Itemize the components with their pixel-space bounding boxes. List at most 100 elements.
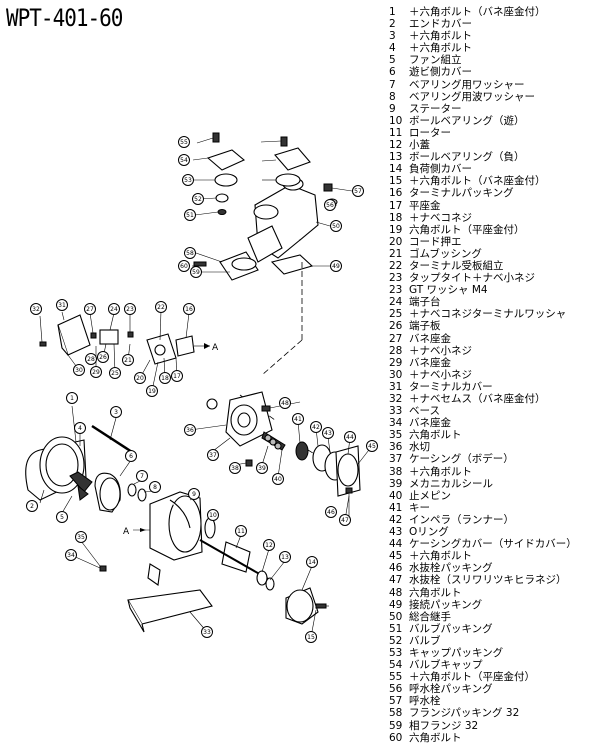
callout-number: 47 — [341, 517, 349, 524]
callout-number: 1 — [70, 395, 74, 402]
part-number: 53 — [389, 646, 403, 659]
callout-number: 29 — [92, 369, 100, 376]
callout-4: 4 — [74, 422, 86, 434]
part-name: ゴムブッシング — [409, 247, 482, 260]
callout-number: 28 — [87, 356, 95, 363]
callout-number: 16 — [185, 306, 193, 313]
callout-43: 43 — [322, 427, 334, 439]
callout-number: 26 — [99, 354, 107, 361]
part-number: 35 — [389, 429, 403, 442]
callout-35: 35 — [75, 531, 87, 543]
part-number: 49 — [389, 598, 403, 611]
parts-list-item: 55＋六角ボルト（平座金付） — [389, 671, 589, 683]
part-number: 41 — [389, 501, 403, 514]
callout-23: 23 — [124, 303, 136, 315]
callout-number: 43 — [324, 430, 332, 437]
callout-number: 21 — [124, 357, 132, 364]
callout-number: 17 — [173, 373, 181, 380]
callout-number: 49 — [332, 263, 340, 270]
part-number: 60 — [389, 731, 403, 744]
parts-list-item: 15＋六角ボルト（バネ座金付） — [389, 175, 589, 187]
part-number: 58 — [389, 707, 403, 720]
callout-number: 2 — [30, 503, 34, 510]
part-name: ベアリング用波ワッシャー — [409, 90, 535, 103]
callout-37: 37 — [207, 449, 219, 461]
part-number: 44 — [389, 538, 403, 551]
part-number: 7 — [389, 78, 396, 91]
callout-number: 59 — [192, 269, 200, 276]
callout-33: 33 — [201, 626, 213, 638]
part-name: ＋ナベセムス（バネ座金付） — [409, 393, 546, 405]
parts-list-item: 25＋ナベコネジターミナルワッシャ — [389, 308, 589, 320]
parts-list-item: 21 ゴムブッシング — [389, 248, 589, 260]
part-name: キャップパッキング — [409, 646, 504, 659]
callout-32: 32 — [30, 303, 42, 315]
callout-number: 10 — [209, 512, 217, 519]
part-name: フランジパッキング 32 — [409, 707, 520, 720]
part-number: 21 — [389, 247, 403, 260]
callout-34: 34 — [65, 549, 77, 561]
callout-number: 56 — [326, 202, 334, 209]
part-number: 48 — [389, 586, 403, 599]
callout-11: 11 — [235, 525, 247, 537]
callout-number: 36 — [186, 427, 194, 434]
part-number: 2 — [389, 18, 396, 31]
callout-number: 3 — [114, 409, 118, 416]
part-number: 50 — [389, 610, 403, 623]
callout-number: 57 — [354, 188, 362, 195]
part-number: 51 — [389, 622, 403, 635]
callout-56: 56 — [324, 199, 336, 211]
part-number: 56 — [389, 683, 403, 696]
callout-number: 27 — [86, 306, 94, 313]
callout-number: 39 — [258, 465, 266, 472]
part-number: 54 — [389, 659, 403, 672]
callout-number: 25 — [111, 370, 119, 377]
part-name: 水抜栓パッキング — [409, 562, 493, 575]
callout-36: 36 — [184, 424, 196, 436]
callout-number: 11 — [237, 528, 245, 535]
part-number: 57 — [389, 695, 403, 708]
callout-60: 60 — [178, 260, 190, 272]
callout-45: 45 — [366, 440, 378, 452]
parts-list-item: 48 六角ボルト — [389, 587, 589, 599]
parts-list-item: 30＋ナベ小ネジ — [389, 369, 589, 381]
callout-number: 23 — [126, 306, 134, 313]
parts-list-item: 32 ＋ナベセムス（バネ座金付） — [389, 393, 589, 405]
callout-number: 30 — [75, 367, 83, 374]
part-name: 平座金 — [409, 199, 441, 212]
model-title: WPT-401-60 — [6, 4, 123, 32]
callout-number: 50 — [332, 223, 340, 230]
callout-3: 3 — [110, 406, 122, 418]
callout-58: 58 — [184, 247, 196, 259]
part-name: ＋六角ボルト（平座金付） — [409, 671, 535, 684]
callout-19: 19 — [146, 385, 158, 397]
part-number: 32 — [389, 393, 403, 405]
callout-47: 47 — [339, 514, 351, 526]
part-number: 52 — [389, 634, 403, 647]
callout-20: 20 — [134, 372, 146, 384]
callout-9: 9 — [188, 488, 200, 500]
part-name: メカニカルシール — [409, 477, 493, 490]
callout-number: 8 — [153, 484, 157, 491]
callout-number: 32 — [32, 306, 40, 313]
callout-number: 33 — [203, 629, 211, 636]
callout-44: 44 — [344, 431, 356, 443]
part-name: 六角ボルト — [409, 586, 462, 599]
part-name: ボールベアリング（負） — [409, 151, 525, 164]
part-name: ベース — [409, 405, 440, 418]
callout-number: 5 — [60, 514, 64, 521]
